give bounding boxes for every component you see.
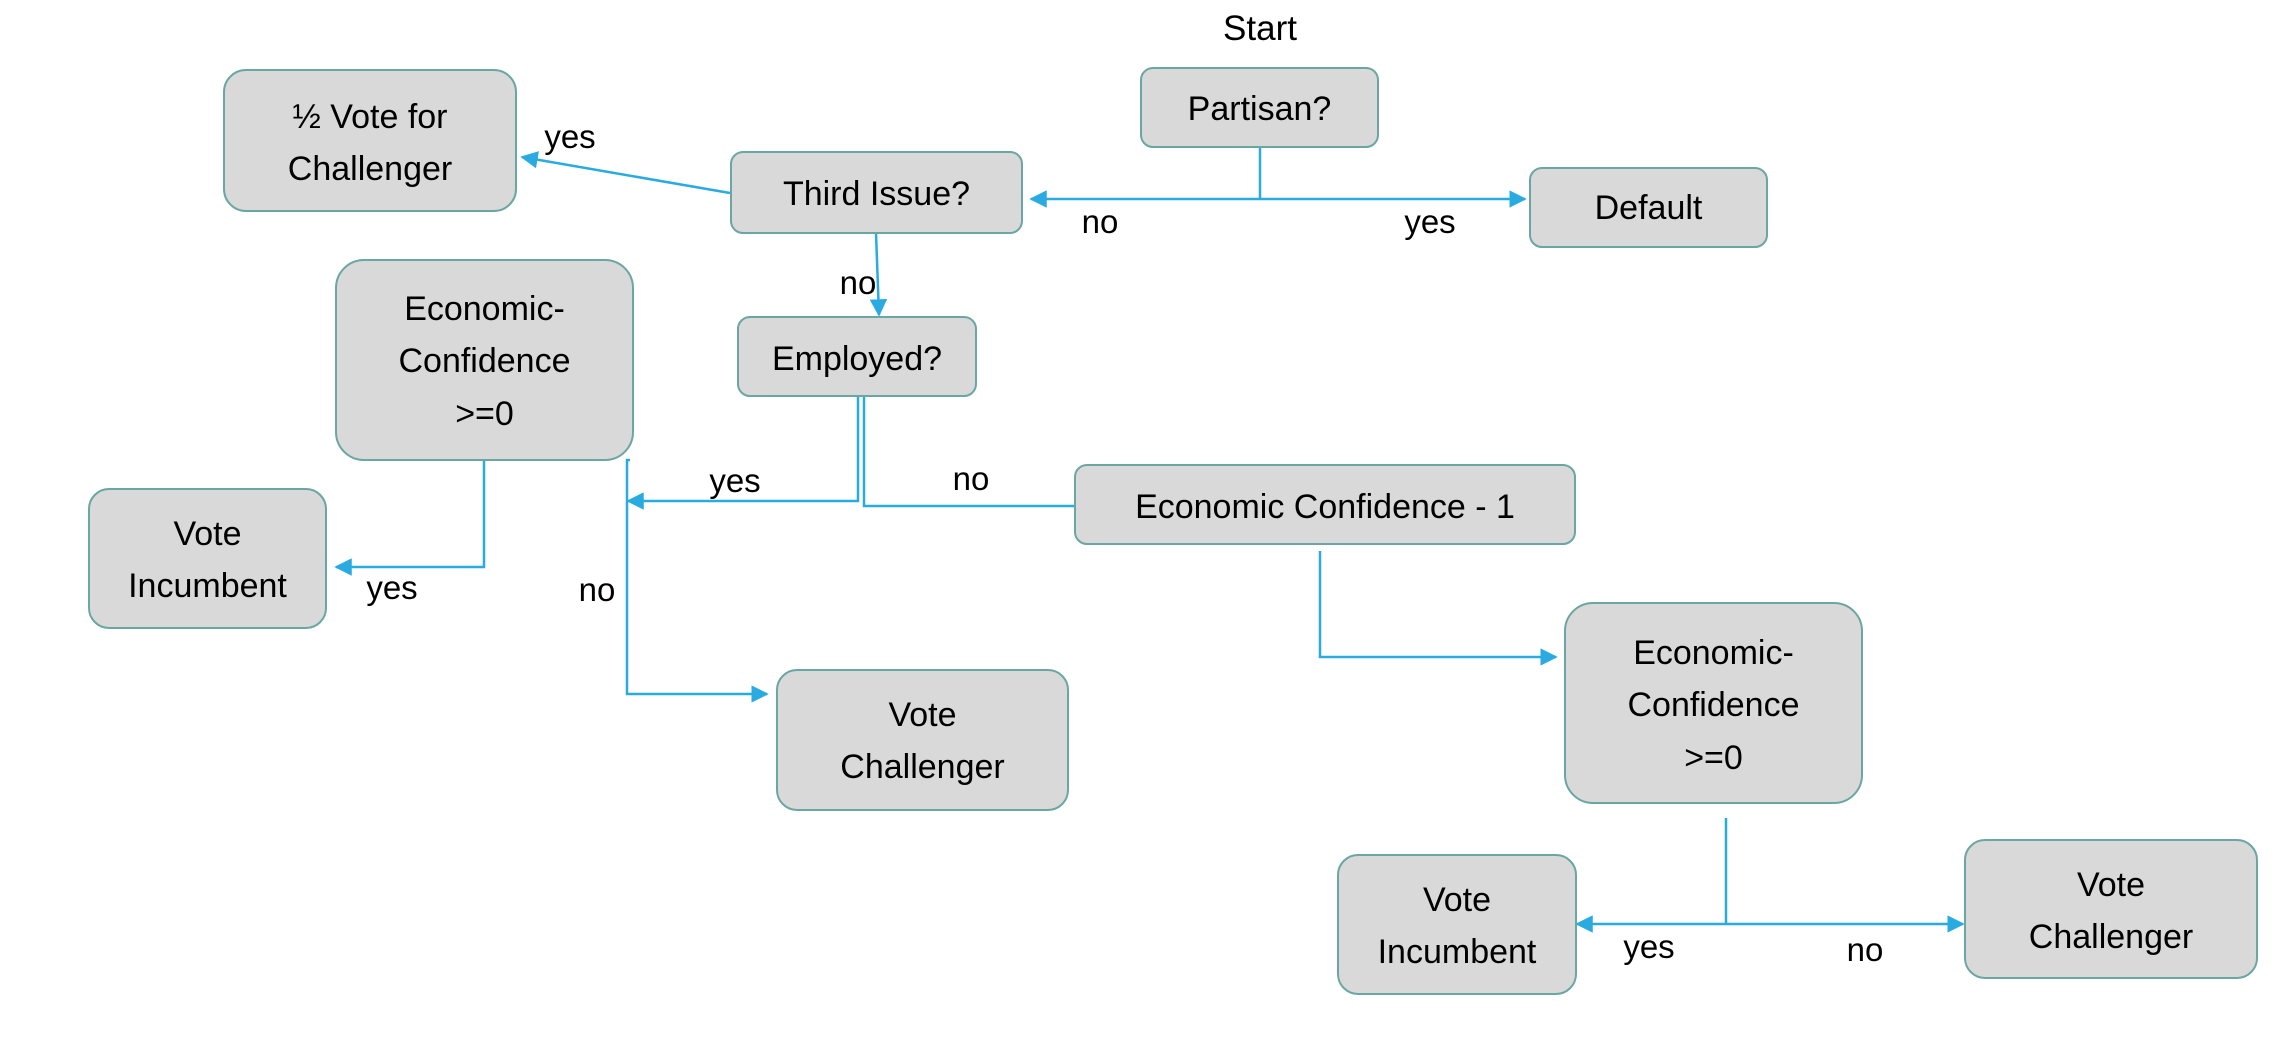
node-econ-confidence-minus-1: Economic Confidence - 1 <box>1074 464 1576 545</box>
edge-label-third-issue-no: no <box>840 264 877 301</box>
svg-text:Challenger: Challenger <box>288 150 452 188</box>
svg-text:Vote: Vote <box>888 696 956 734</box>
node-econ-left-line-3: >=0 <box>455 395 514 433</box>
svg-text:Partisan?: Partisan? <box>1188 90 1332 128</box>
node-vote-incumbent-left-line-1: Vote <box>173 515 241 553</box>
node-econ-left-line-1: Economic- <box>404 290 565 328</box>
node-vote-incumbent-left-line-2: Incumbent <box>128 567 287 605</box>
node-third-issue: Third Issue? <box>730 151 1023 234</box>
node-vote-incumbent-right-line-2: Incumbent <box>1378 933 1537 971</box>
edge-label-econ-right-yes: yes <box>1623 928 1674 965</box>
edge-label-partisan-no: no <box>1082 203 1119 240</box>
node-vote-challenger-right-line-1: Vote <box>2077 866 2145 904</box>
node-econ-right-line-1: Economic- <box>1633 634 1794 672</box>
svg-text:Confidence: Confidence <box>1627 686 1799 724</box>
svg-text:Vote: Vote <box>2077 866 2145 904</box>
svg-text:Incumbent: Incumbent <box>128 567 287 605</box>
edge-label-econ-right-no: no <box>1847 931 1884 968</box>
svg-text:Challenger: Challenger <box>2029 918 2193 956</box>
svg-text:Third Issue?: Third Issue? <box>783 175 970 213</box>
svg-text:>=0: >=0 <box>455 395 514 433</box>
edge-label-employed-no: no <box>953 460 990 497</box>
svg-text:Employed?: Employed? <box>772 340 942 378</box>
node-vote-incumbent-right-line-1: Vote <box>1423 881 1491 919</box>
edge-third-issue-no <box>869 232 888 317</box>
node-econ-confidence-left: Economic- Confidence >=0 <box>335 259 634 461</box>
svg-text:Economic-: Economic- <box>1633 634 1794 672</box>
node-econ-right-line-2: Confidence <box>1627 686 1799 724</box>
edge-employed-yes <box>626 396 860 510</box>
svg-text:Economic-: Economic- <box>404 290 565 328</box>
node-third-issue-line-1: Third Issue? <box>783 175 970 213</box>
node-econ-minus-line-1: Economic Confidence - 1 <box>1135 488 1515 526</box>
node-partisan-line-1: Partisan? <box>1188 90 1332 128</box>
edge-econ-left-yes <box>334 460 486 576</box>
node-employed: Employed? <box>737 316 977 397</box>
svg-text:Confidence: Confidence <box>398 342 570 380</box>
node-half-vote-line-1: ½ Vote for <box>293 98 448 136</box>
node-partisan: Partisan? <box>1140 67 1379 148</box>
svg-text:½ Vote for: ½ Vote for <box>293 98 448 136</box>
edge-label-third-issue-yes: yes <box>544 118 595 155</box>
svg-text:Incumbent: Incumbent <box>1378 933 1537 971</box>
start-label: Start <box>1223 9 1297 48</box>
edge-label-econ-left-no: no <box>579 571 616 608</box>
edge-econ-minus-to-check <box>1318 551 1558 666</box>
node-vote-challenger-right: Vote Challenger <box>1964 839 2258 979</box>
edge-label-partisan-yes: yes <box>1404 203 1455 240</box>
edge-employed-no <box>862 396 1075 508</box>
node-vote-challenger-mid-line-1: Vote <box>888 696 956 734</box>
edge-labels: no yes yes no yes no yes no yes no <box>366 118 1883 968</box>
svg-text:>=0: >=0 <box>1684 739 1743 777</box>
node-employed-line-1: Employed? <box>772 340 942 378</box>
node-vote-incumbent-left: Vote Incumbent <box>88 488 327 629</box>
svg-text:Vote: Vote <box>173 515 241 553</box>
node-default-line-1: Default <box>1595 189 1703 227</box>
node-econ-right-line-3: >=0 <box>1684 739 1743 777</box>
node-half-vote-line-2: Challenger <box>288 150 452 188</box>
node-vote-challenger-mid: Vote Challenger <box>776 669 1069 811</box>
svg-text:Challenger: Challenger <box>840 748 1004 786</box>
node-econ-confidence-right: Economic- Confidence >=0 <box>1564 602 1863 804</box>
node-default: Default <box>1529 167 1768 248</box>
edge-econ-left-no <box>625 458 769 703</box>
svg-text:Default: Default <box>1595 189 1703 227</box>
node-vote-incumbent-right: Vote Incumbent <box>1337 854 1577 995</box>
node-vote-challenger-mid-line-2: Challenger <box>840 748 1004 786</box>
edge-label-employed-yes: yes <box>709 462 760 499</box>
node-econ-left-line-2: Confidence <box>398 342 570 380</box>
edges <box>334 147 1965 933</box>
node-half-vote-challenger: ½ Vote for Challenger <box>223 69 517 212</box>
edge-label-econ-left-yes: yes <box>366 569 417 606</box>
edge-third-issue-yes <box>520 151 731 195</box>
svg-text:Economic Confidence - 1: Economic Confidence - 1 <box>1135 488 1515 526</box>
node-vote-challenger-right-line-2: Challenger <box>2029 918 2193 956</box>
svg-text:Vote: Vote <box>1423 881 1491 919</box>
